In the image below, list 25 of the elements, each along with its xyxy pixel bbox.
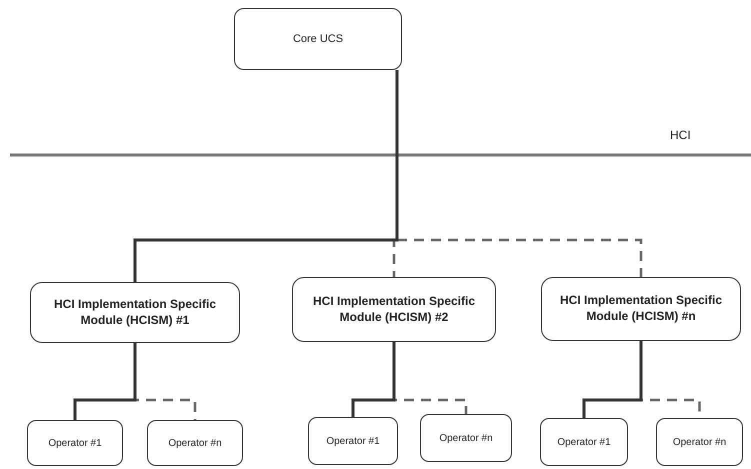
module-box bbox=[656, 418, 743, 466]
module-box bbox=[27, 420, 123, 466]
module-box bbox=[541, 277, 741, 341]
box-label: Core UCS bbox=[292, 32, 344, 46]
module-box bbox=[420, 414, 512, 462]
core-box bbox=[234, 8, 402, 70]
box-label: Operator #n bbox=[672, 436, 726, 448]
box-label: Operator #n bbox=[439, 432, 493, 444]
connector-line bbox=[582, 341, 642, 418]
interface-label: HCI bbox=[670, 128, 691, 142]
box-label: Operator #n bbox=[168, 436, 222, 450]
box-label: HCI Implementation Specific Module (HCISM) #n bbox=[558, 293, 724, 325]
module-box bbox=[30, 282, 240, 343]
connector-line bbox=[74, 343, 136, 420]
module-box bbox=[147, 420, 243, 466]
connector-line bbox=[352, 342, 396, 417]
box-label: Operator #1 bbox=[326, 434, 380, 448]
module-box bbox=[308, 417, 398, 465]
box-label: Operator #1 bbox=[48, 436, 102, 450]
module-box bbox=[292, 277, 496, 342]
connector-line bbox=[134, 70, 398, 282]
module-box bbox=[540, 418, 628, 466]
box-label: Operator #1 bbox=[557, 436, 611, 448]
box-label: HCI Implementation Specific Module (HCISM) #2 bbox=[312, 294, 476, 326]
box-label: HCI Implementation Specific Module (HCISM) #1 bbox=[52, 296, 218, 328]
